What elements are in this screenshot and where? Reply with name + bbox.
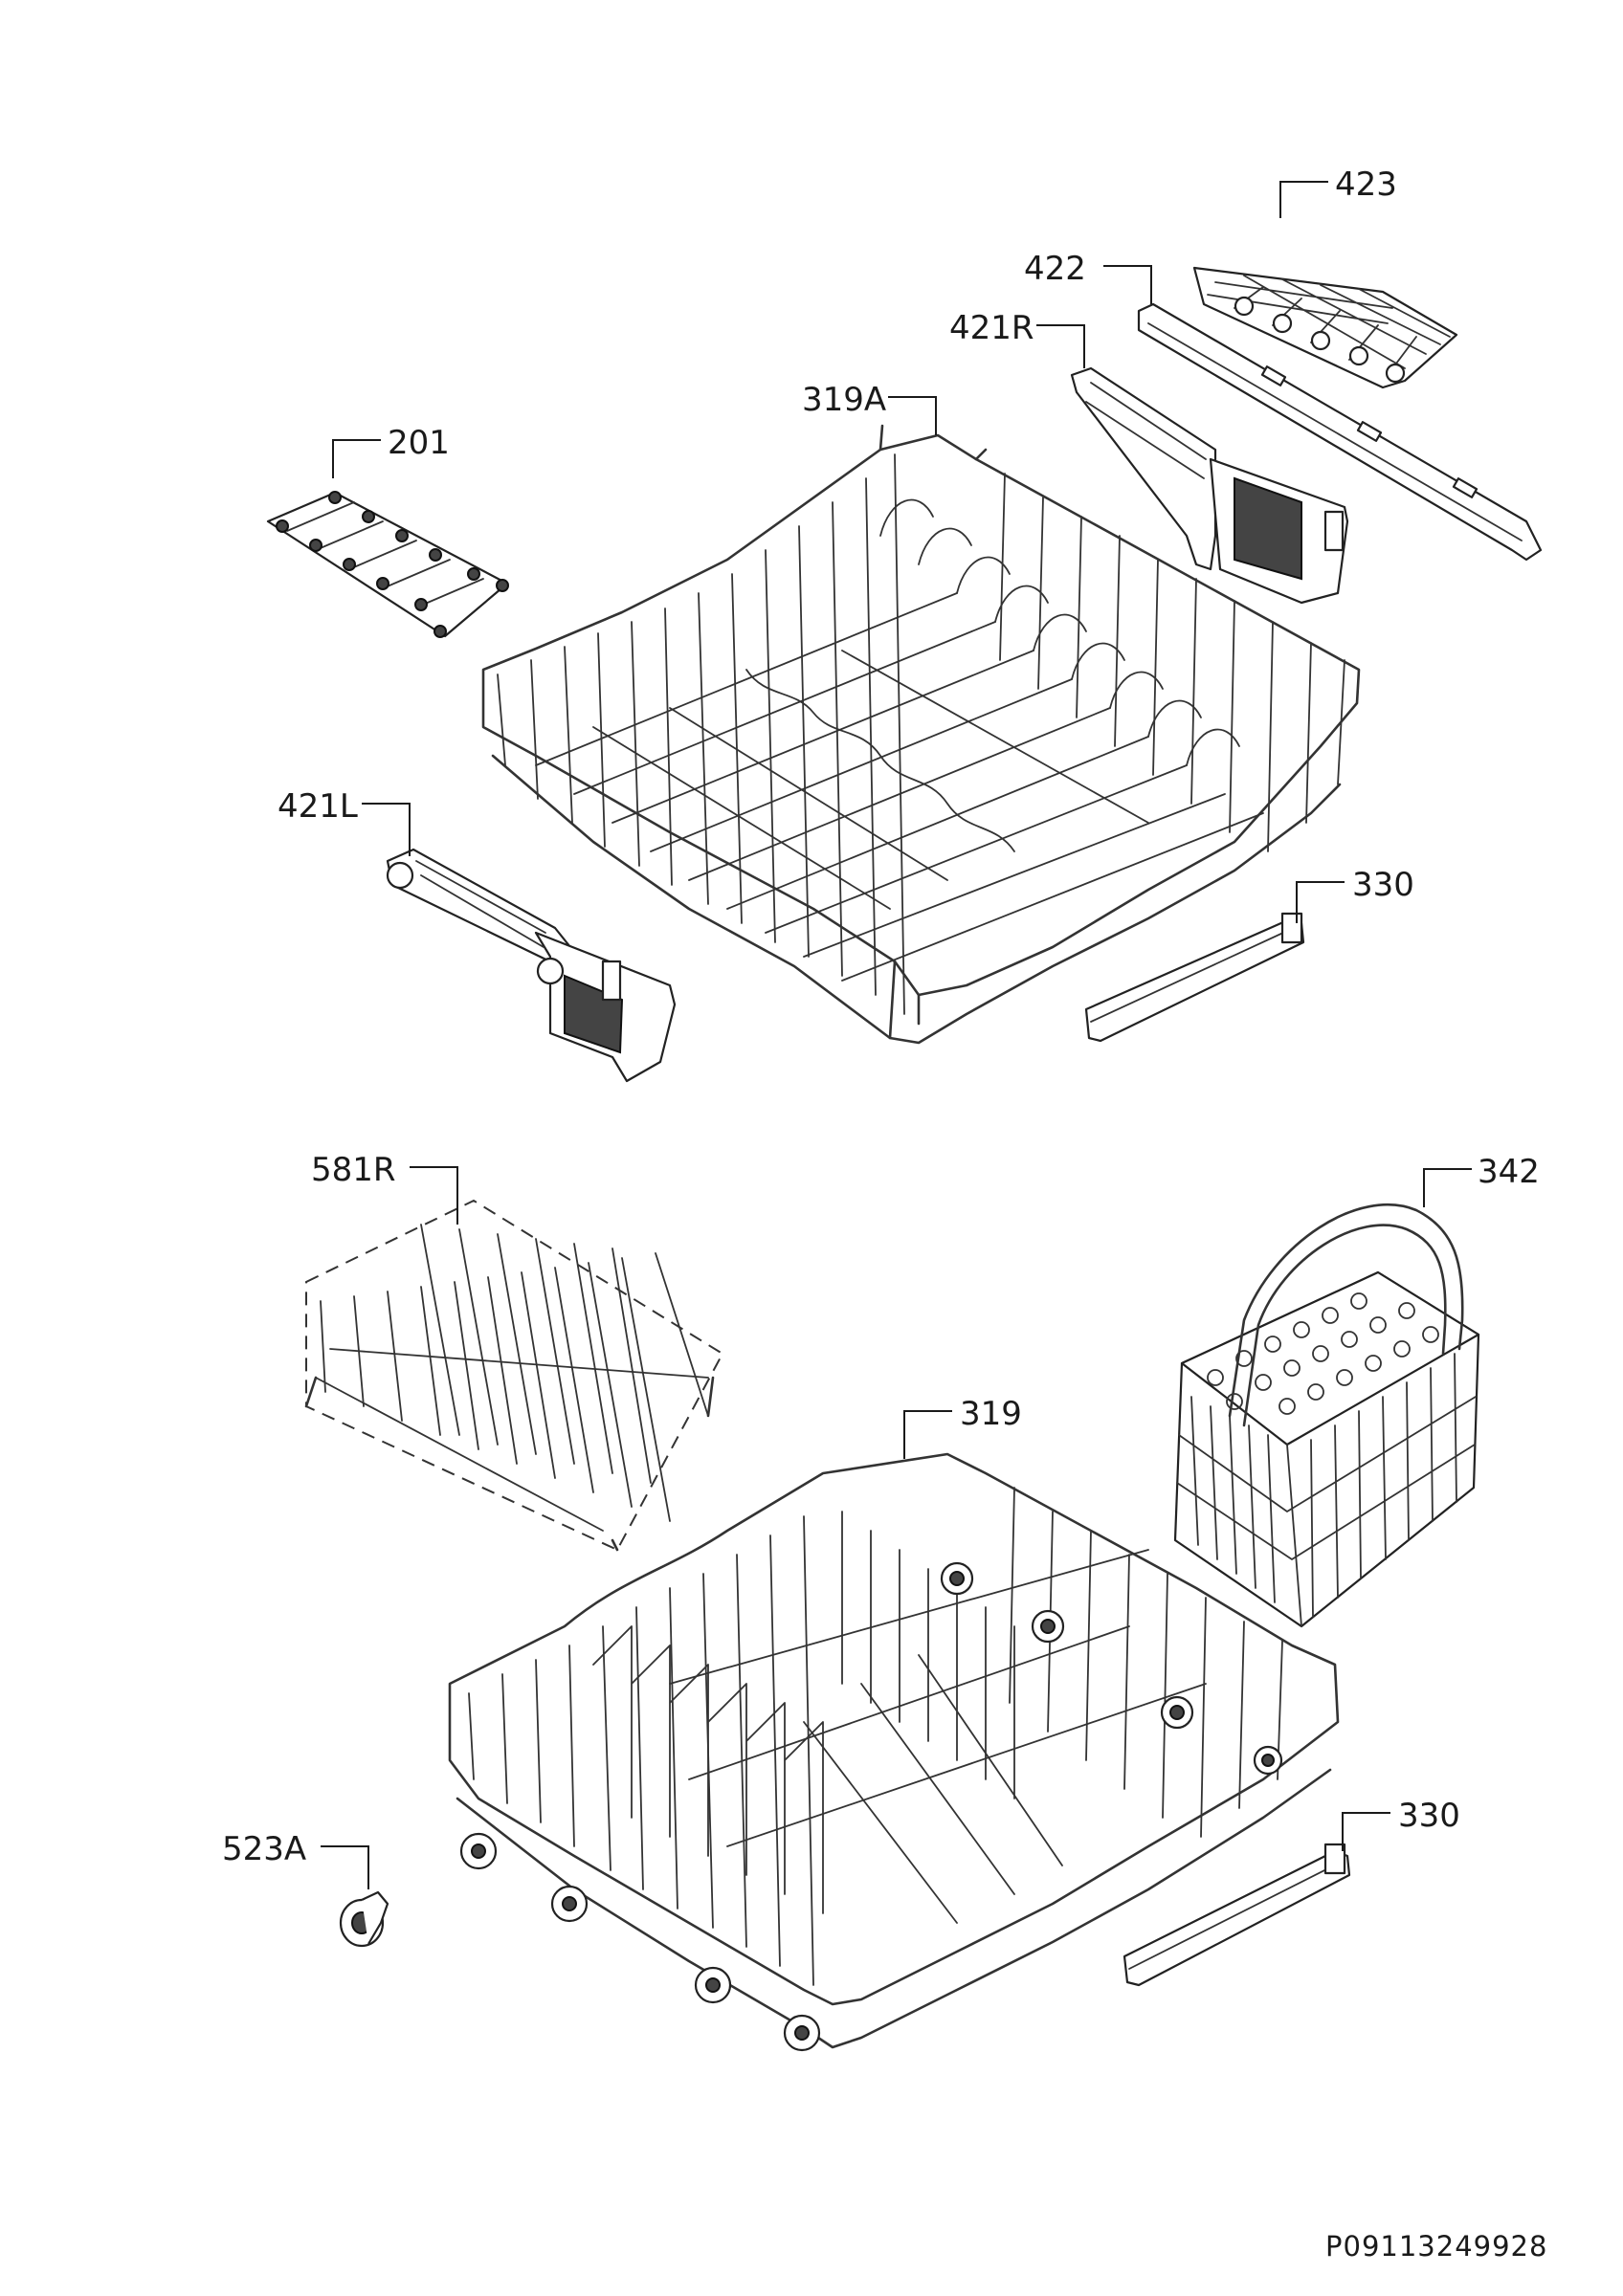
part-523A-wheel bbox=[339, 1890, 389, 1948]
leader-523A bbox=[321, 1845, 369, 1889]
label-201: 201 bbox=[388, 424, 450, 462]
leader-330-lower bbox=[1342, 1812, 1390, 1851]
label-330-lower: 330 bbox=[1398, 1797, 1460, 1835]
leader-201 bbox=[332, 439, 381, 478]
part-201-cup-rack-insert bbox=[266, 491, 509, 638]
label-581R: 581R bbox=[311, 1151, 396, 1189]
leader-581R bbox=[410, 1166, 458, 1225]
label-330-upper: 330 bbox=[1352, 866, 1414, 904]
label-319: 319 bbox=[960, 1395, 1022, 1433]
leader-319 bbox=[903, 1410, 952, 1459]
leader-330-upper bbox=[1296, 881, 1345, 923]
leader-423 bbox=[1279, 181, 1328, 218]
part-319-lower-basket bbox=[448, 1452, 1340, 2052]
leader-422 bbox=[1103, 265, 1152, 304]
label-422: 422 bbox=[1024, 250, 1086, 288]
part-421L-bracket bbox=[386, 848, 677, 1083]
leader-342 bbox=[1423, 1168, 1472, 1207]
part-423-grid-insert bbox=[1192, 266, 1458, 389]
label-523A: 523A bbox=[222, 1830, 306, 1868]
label-319A: 319A bbox=[802, 381, 886, 419]
leader-319A bbox=[888, 396, 937, 435]
part-421R-bracket bbox=[1070, 366, 1349, 605]
label-421L: 421L bbox=[278, 787, 358, 826]
label-421R: 421R bbox=[949, 309, 1034, 347]
part-581R-plate-rack bbox=[304, 1199, 724, 1552]
drawing-code: P09113249928 bbox=[1325, 2230, 1547, 2263]
part-330-lower-strip bbox=[1123, 1843, 1351, 1987]
leader-421R bbox=[1036, 324, 1085, 368]
leader-421L bbox=[362, 803, 411, 856]
part-422-rail bbox=[1137, 302, 1543, 562]
lower-basket-wheels bbox=[459, 1832, 821, 2052]
label-342: 342 bbox=[1478, 1153, 1540, 1191]
part-342-cutlery-basket bbox=[1173, 1203, 1480, 1628]
part-319A-upper-basket bbox=[481, 424, 1361, 1045]
label-423: 423 bbox=[1335, 166, 1397, 204]
